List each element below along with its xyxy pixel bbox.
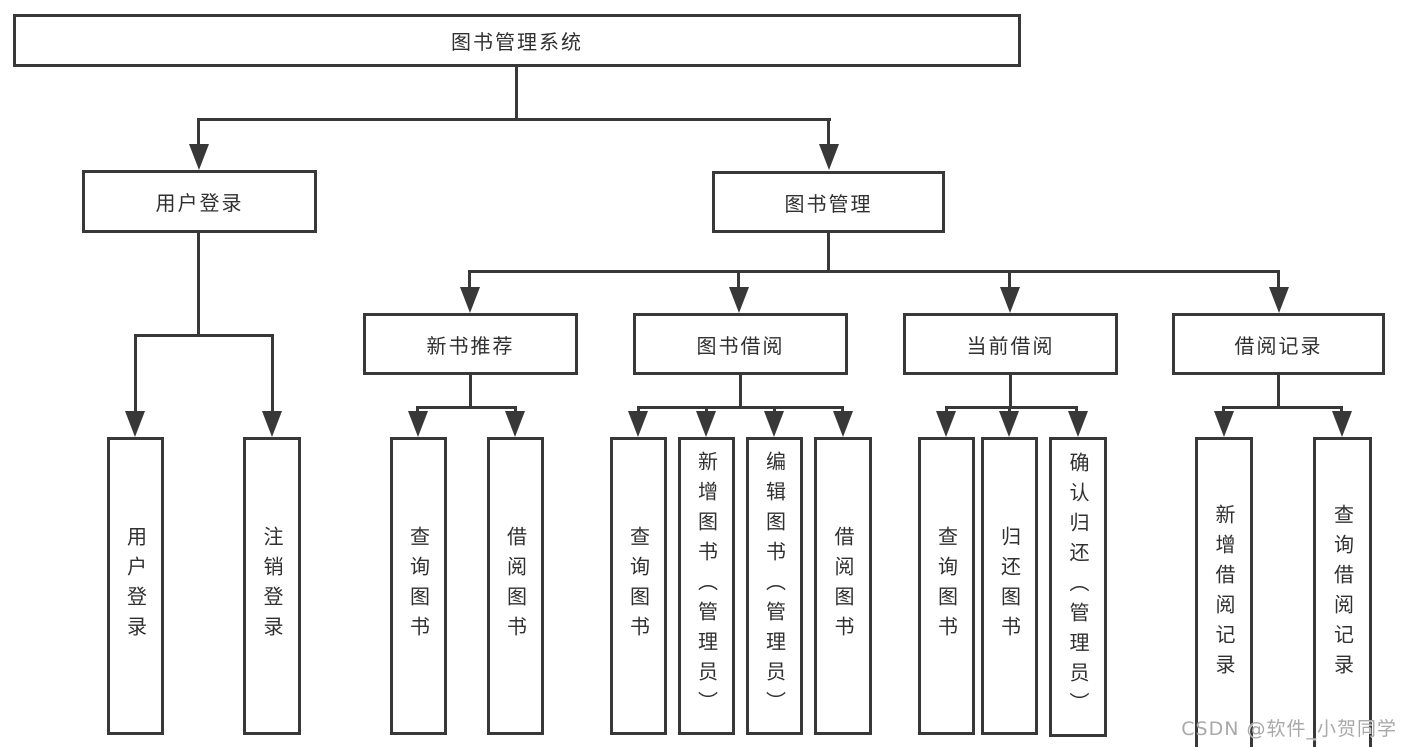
connector-line: [1277, 270, 1280, 290]
arrow-down: [189, 144, 209, 170]
node-new-book-recommend: 新书推荐: [363, 313, 578, 375]
leaf-edit-books-admin: 编辑图书（管理员）: [746, 437, 803, 735]
connector-line: [1277, 375, 1280, 409]
connector-line: [197, 233, 200, 337]
connector-line: [468, 270, 471, 290]
connector-line: [637, 406, 844, 409]
connector-line: [739, 375, 742, 409]
connector-line: [134, 334, 137, 414]
connector-line: [416, 406, 419, 414]
arrow-down: [1269, 287, 1289, 313]
arrow-down: [764, 411, 784, 437]
leaf-user-login: 用户登录: [107, 437, 164, 735]
arrow-down: [696, 411, 716, 437]
node-user-login: 用户登录: [82, 170, 317, 233]
connector-line: [827, 233, 830, 273]
connector-line: [469, 375, 472, 409]
leaf-query-borrow-record: 查询借阅记录: [1313, 437, 1372, 747]
arrow-down: [628, 411, 648, 437]
connector-line: [468, 270, 1280, 273]
connector-line: [515, 67, 518, 121]
connector-line: [1075, 406, 1078, 414]
leaf-borrow-books-recommend: 借阅图书: [487, 437, 544, 735]
leaf-confirm-return-admin: 确认归还（管理员）: [1049, 437, 1107, 737]
connector-line: [827, 118, 830, 148]
connector-line: [637, 406, 640, 414]
leaf-add-borrow-record: 新增借阅记录: [1195, 437, 1253, 747]
connector-line: [416, 406, 517, 409]
connector-line: [1340, 406, 1343, 414]
arrow-down: [1214, 411, 1234, 437]
arrow-down: [1332, 411, 1352, 437]
arrow-down: [460, 287, 480, 313]
arrow-down: [936, 411, 956, 437]
connector-line: [945, 406, 1078, 409]
connector-line: [841, 406, 844, 414]
leaf-logout: 注销登录: [243, 437, 301, 735]
arrow-down: [1068, 411, 1088, 437]
arrow-down: [125, 411, 145, 437]
connector-line: [1009, 375, 1012, 409]
leaf-query-books-recommend: 查询图书: [390, 437, 447, 735]
csdn-watermark: CSDN @软件_小贺同学: [1181, 718, 1397, 740]
connector-line: [737, 270, 740, 290]
leaf-return-books: 归还图书: [981, 437, 1038, 735]
leaf-add-books-admin: 新增图书（管理员）: [678, 437, 735, 735]
node-book-borrowing: 图书借阅: [633, 313, 848, 375]
arrow-down: [505, 411, 525, 437]
connector-line: [197, 118, 200, 148]
connector-line: [134, 334, 274, 337]
node-current-borrowing: 当前借阅: [903, 313, 1118, 375]
connector-line: [514, 406, 517, 414]
connector-line: [197, 118, 831, 121]
connector-line: [1222, 406, 1225, 414]
leaf-query-books-current: 查询图书: [918, 437, 975, 735]
arrow-down: [262, 411, 282, 437]
node-book-management: 图书管理: [712, 171, 945, 233]
leaf-borrow-books-borrowing: 借阅图书: [814, 437, 872, 735]
node-borrowing-records: 借阅记录: [1172, 313, 1385, 375]
arrow-down: [999, 411, 1019, 437]
connector-line: [705, 406, 708, 414]
connector-line: [945, 406, 948, 414]
arrow-down: [729, 287, 749, 313]
connector-line: [1008, 406, 1011, 414]
connector-line: [1222, 406, 1343, 409]
connector-line: [271, 334, 274, 414]
arrow-down: [833, 411, 853, 437]
leaf-query-books-borrowing: 查询图书: [610, 437, 667, 735]
node-library-system: 图书管理系统: [13, 14, 1021, 67]
arrow-down: [1000, 287, 1020, 313]
connector-line: [1008, 270, 1011, 290]
arrow-down: [408, 411, 428, 437]
arrow-down: [819, 144, 839, 170]
connector-line: [773, 406, 776, 414]
